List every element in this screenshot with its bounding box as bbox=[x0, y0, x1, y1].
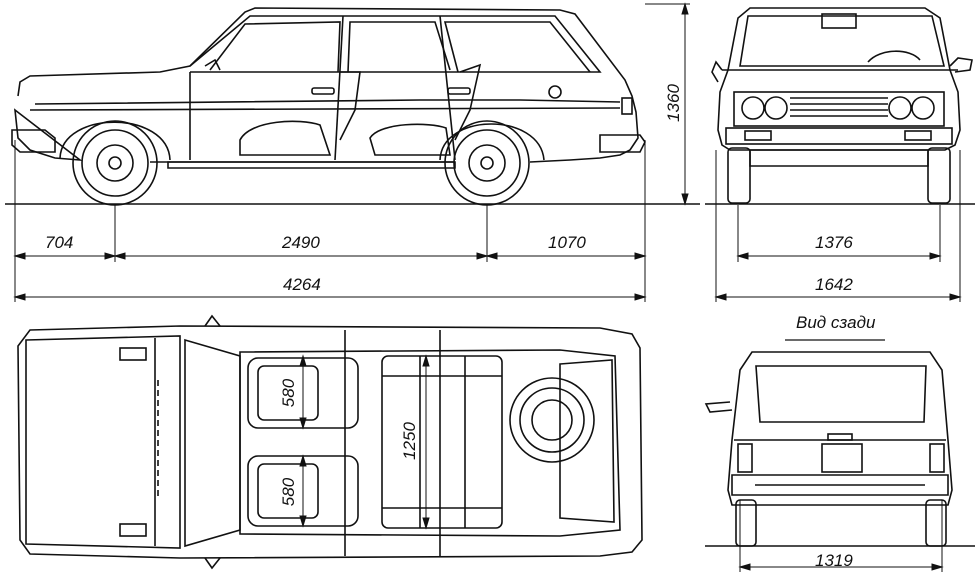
car-side-view-drawing bbox=[5, 7, 700, 206]
car-rear-view-drawing bbox=[704, 339, 975, 547]
rear-view-dimension-lines bbox=[738, 500, 944, 572]
side-view-dimension-lines bbox=[13, 2, 690, 302]
dim-rear-overhang: 1070 bbox=[548, 233, 586, 252]
rear-view-title: Вид сзади bbox=[796, 313, 876, 332]
dim-height: 1360 bbox=[664, 84, 683, 122]
dim-front-seat-width-upper: 580 bbox=[279, 368, 298, 418]
car-front-view-drawing bbox=[705, 7, 975, 205]
front-view-dimension-lines bbox=[714, 150, 962, 302]
dim-rear-seat-width: 1250 bbox=[400, 411, 419, 471]
dim-front-overhang: 704 bbox=[45, 233, 74, 252]
dim-overall-width: 1642 bbox=[815, 275, 853, 294]
dim-front-seat-width-lower: 580 bbox=[279, 467, 298, 517]
dim-wheelbase: 2490 bbox=[282, 233, 320, 252]
dim-front-track: 1376 bbox=[815, 233, 853, 252]
dim-rear-track: 1319 bbox=[815, 551, 853, 570]
car-top-view-drawing bbox=[17, 314, 643, 570]
dim-overall-length: 4264 bbox=[283, 275, 321, 294]
top-view-dimension-lines bbox=[299, 354, 430, 530]
